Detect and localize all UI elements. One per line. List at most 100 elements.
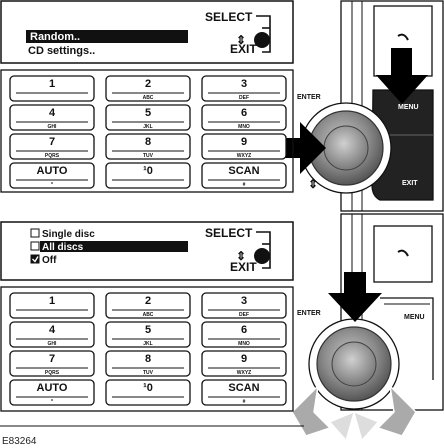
enter-label: ENTER (297, 94, 321, 101)
rotate-left-arrow (291, 383, 332, 437)
enter-press-arrow (280, 122, 326, 174)
panel-2: Single disc All discs Off SELECT EXIT ⇕ … (0, 213, 444, 442)
key-label: 5 (145, 324, 151, 336)
key-label: 5 (145, 107, 151, 119)
checkbox-all-discs (30, 241, 40, 251)
menu-button-label: MENU (398, 104, 419, 111)
key-label: 1 (49, 78, 55, 90)
key-sub-label: DEF (239, 312, 249, 318)
enter-label-2: ENTER (297, 310, 321, 317)
key-label: 8 (145, 353, 151, 365)
figure-id: E83264 (2, 436, 37, 447)
key-1[interactable]: 1 (9, 75, 95, 102)
menu-highlight (26, 30, 188, 43)
unit-frame-2 (340, 213, 444, 411)
key-label: SCAN (228, 382, 259, 394)
back-arrow-icon-2 (397, 249, 409, 257)
key-label: ¹0 (143, 165, 153, 177)
key-label: AUTO (37, 382, 68, 394)
select-knob-icon: ⇕ (236, 15, 271, 53)
key-auto[interactable]: AUTO * (9, 379, 95, 406)
up-down-icon-2: ⇕ (236, 249, 246, 263)
key-label: 9 (241, 136, 247, 148)
option-highlight (40, 241, 188, 252)
key-sub-label: ABC (143, 95, 154, 101)
key-label: 3 (241, 78, 247, 90)
key-label: 6 (241, 324, 247, 336)
key-label: 2 (145, 295, 151, 307)
key-auto[interactable]: AUTO * (9, 162, 95, 189)
key-sub-label: MNO (238, 124, 250, 130)
key-label: 8 (145, 136, 151, 148)
key-sub-label: GHI (48, 124, 58, 130)
key-sub-label: WXYZ (237, 153, 251, 159)
key-sub-label: TUV (143, 153, 154, 159)
key-label: AUTO (37, 165, 68, 177)
exit-label-2: EXIT (230, 260, 257, 274)
back-arrow-icon (397, 33, 409, 41)
key-scan[interactable]: SCAN # (201, 379, 287, 406)
key-label: 4 (49, 324, 56, 336)
key-0[interactable]: ¹0 (105, 162, 191, 189)
key-sub-label: * (51, 399, 53, 405)
key-sub-label: WXYZ (237, 370, 251, 376)
menu-item-cd-settings: CD settings.. (28, 45, 95, 57)
menu-press-arrow (376, 48, 428, 104)
option-single-disc: Single disc (42, 229, 95, 240)
key-sub-label: TUV (143, 370, 154, 376)
key-sub-label: JKL (143, 341, 152, 347)
key-label: 9 (241, 353, 247, 365)
menu-label-2: MENU (404, 314, 425, 321)
key-sub-label: * (51, 182, 53, 188)
exit-button-label: EXIT (402, 180, 418, 187)
key-1[interactable]: 1 (9, 292, 95, 319)
key-label: SCAN (228, 165, 259, 177)
rotate-hint-left (329, 411, 355, 442)
key-sub-label: GHI (48, 341, 58, 347)
enter-press-arrow-2 (328, 272, 382, 322)
key-label: 3 (241, 295, 247, 307)
key-sub-label: JKL (143, 124, 152, 130)
check-icon (32, 256, 39, 263)
exit-label: EXIT (230, 42, 257, 56)
menu-button-2 (380, 297, 434, 380)
unit-upper-button-2 (373, 225, 433, 283)
select-label-2: SELECT (205, 226, 253, 240)
key-label: ¹0 (143, 382, 153, 394)
key-sub-label: # (243, 399, 246, 405)
key-sub-label: PQRS (45, 153, 60, 159)
select-label: SELECT (205, 10, 253, 24)
rotate-right-arrow (376, 383, 417, 437)
menu-exit-block (371, 89, 434, 201)
key-label: 1 (49, 295, 55, 307)
key-label: 2 (145, 78, 151, 90)
option-off: Off (42, 255, 57, 266)
key-0[interactable]: ¹0 (105, 379, 191, 406)
key-label: 7 (49, 136, 55, 148)
key-sub-label: PQRS (45, 370, 60, 376)
checkbox-single-disc (30, 228, 40, 238)
menu-item-random: Random.. (30, 31, 80, 43)
key-sub-label: DEF (239, 95, 249, 101)
key-scan[interactable]: SCAN# (201, 162, 287, 189)
rotate-hint-right (353, 411, 379, 442)
select-knob-icon-2: ⇕ (236, 231, 271, 269)
